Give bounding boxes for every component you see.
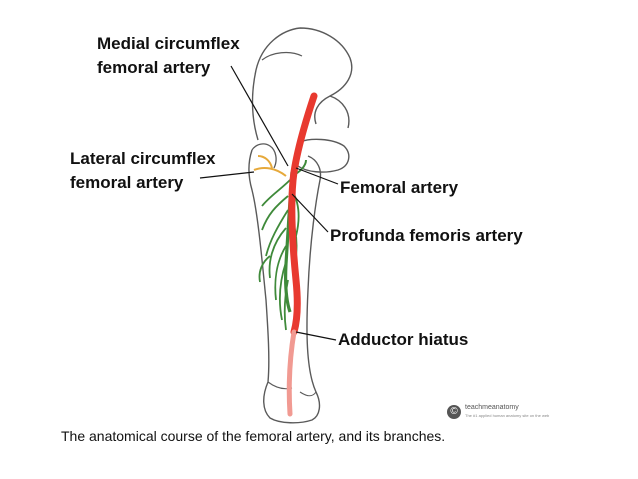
greater-trochanter-outline (251, 143, 277, 169)
femoral-artery (288, 92, 318, 336)
hip-bone-outline (251, 27, 353, 141)
label-adductor-hiatus: Adductor hiatus (338, 330, 469, 349)
femur-outline (248, 149, 322, 424)
leader-medial-circumflex (230, 65, 289, 167)
label-profunda-femoris-artery: Profunda femoris artery (330, 226, 523, 245)
hip-bone-inner-line (261, 51, 303, 61)
label-femoral-artery: Femoral artery (340, 178, 459, 197)
watermark-name: teachmeanatomy (465, 404, 519, 411)
leader-profunda-femoris (291, 193, 329, 233)
profunda-branches (258, 179, 300, 331)
figure-caption: The anatomical course of the femoral art… (61, 428, 446, 444)
leader-adductor-hiatus (295, 331, 337, 341)
popliteal-artery-segment (286, 329, 297, 417)
label-medial-circumflex-line1: Medial circumflex (97, 34, 240, 53)
copyright-logo-icon: © (447, 405, 461, 419)
femoral-head-outline (297, 138, 350, 173)
watermark-tagline: The #1 applied human anatomy site on the… (465, 413, 550, 418)
lateral-circumflex-artery (253, 155, 287, 177)
label-lateral-circumflex-line1: Lateral circumflex (70, 149, 216, 168)
leader-lateral-circumflex (199, 171, 255, 179)
femur-condyle-outline (267, 381, 317, 397)
leader-femoral-artery (295, 167, 339, 185)
label-lateral-circumflex-line2: femoral artery (70, 173, 184, 192)
watermark: © teachmeanatomy The #1 applied human an… (447, 404, 549, 420)
label-medial-circumflex-line2: femoral artery (97, 58, 211, 77)
